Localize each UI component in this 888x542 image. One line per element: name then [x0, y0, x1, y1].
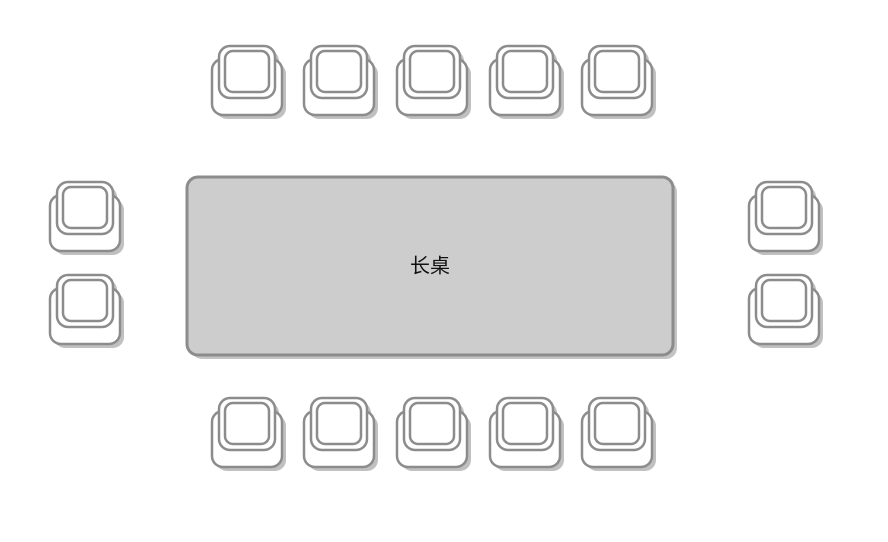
table-label: 长桌: [410, 254, 450, 278]
chairs: [48, 44, 823, 471]
chair-top-2: [302, 44, 378, 119]
chair-bottom-1: [210, 396, 286, 471]
chair-right-1: [747, 180, 823, 255]
chair-bottom-3: [395, 396, 471, 471]
chair-top-5: [580, 44, 656, 119]
chair-bottom-2: [302, 396, 378, 471]
chair-left-2: [48, 273, 124, 348]
chair-top-3: [395, 44, 471, 119]
chair-left-1: [48, 180, 124, 255]
chair-bottom-4: [488, 396, 564, 471]
chair-right-2: [747, 273, 823, 348]
chair-top-4: [488, 44, 564, 119]
long-table: 长桌: [185, 175, 677, 359]
chair-top-1: [210, 44, 286, 119]
chair-bottom-5: [580, 396, 656, 471]
long-table-surface: [185, 175, 675, 357]
